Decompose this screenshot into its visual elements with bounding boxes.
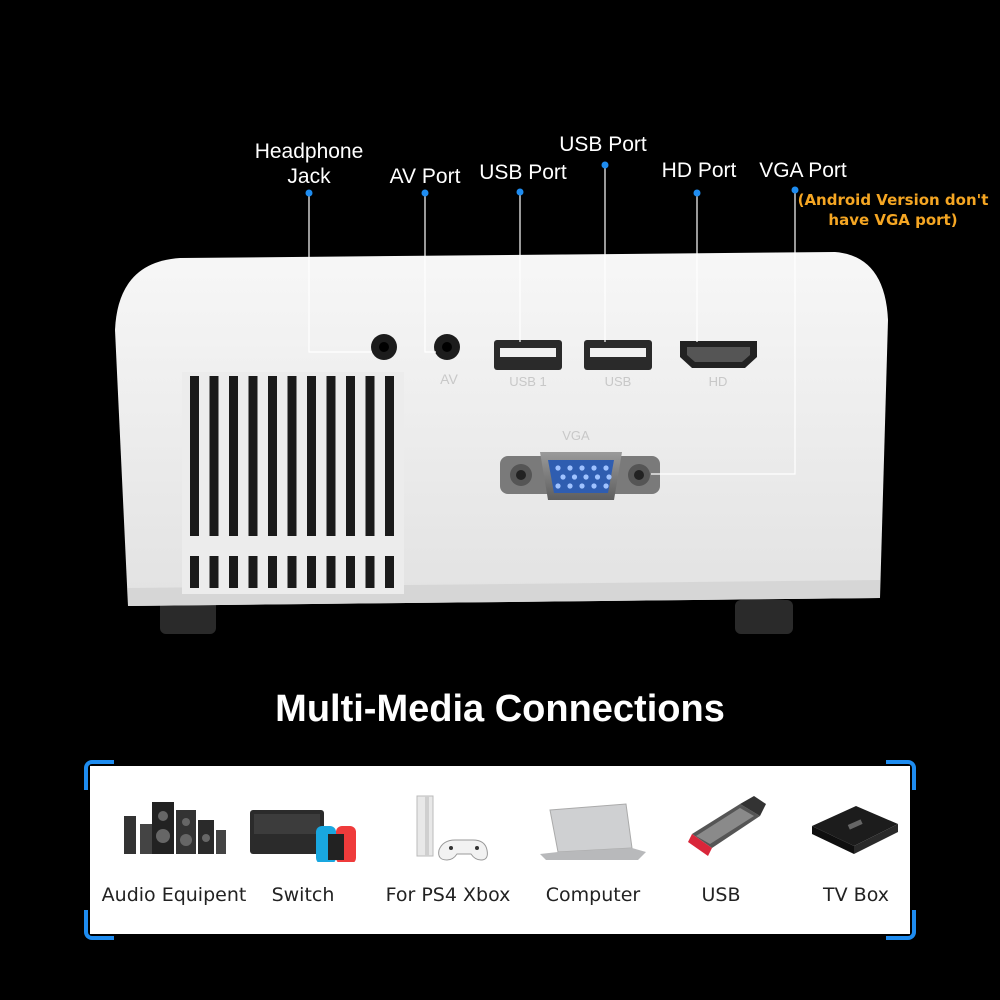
speakers-icon	[124, 802, 226, 854]
device-computer: Computer	[520, 766, 666, 934]
vent-slot	[346, 376, 355, 536]
device-switch: Switch	[244, 766, 362, 934]
device-label: TV Box	[823, 884, 889, 906]
frame-corner-tr	[886, 760, 916, 790]
device-usb: USB	[662, 766, 780, 934]
callout-dots	[305, 161, 799, 197]
hd-marking: HD	[709, 374, 728, 389]
frame-corner-bl	[84, 910, 114, 940]
av-marking: AV	[440, 371, 458, 387]
device-ps4: For PS4 Xbox	[373, 766, 523, 934]
frame-corner-tl	[84, 760, 114, 790]
vent-slot	[287, 376, 297, 536]
vga-pin	[579, 465, 585, 471]
headphone-label-line2: Jack	[287, 165, 331, 188]
vga-note-line2: have VGA port)	[828, 211, 958, 229]
projector-foot-right	[735, 600, 793, 634]
vent-slot	[385, 376, 394, 536]
usb-port-2-label: USB Port	[559, 133, 647, 156]
usb-drive-icon	[688, 796, 766, 856]
vent-slot	[229, 376, 238, 536]
laptop-icon	[540, 803, 646, 860]
device-label: For PS4 Xbox	[385, 884, 511, 906]
device-label: Audio Equipent	[101, 884, 247, 906]
device-label: Switch	[271, 884, 335, 906]
headphone-label-line1: Headphone	[254, 140, 364, 163]
usb1-marking: USB 1	[509, 374, 547, 389]
vent-slot	[209, 556, 219, 588]
vga-pin	[583, 474, 589, 480]
vga-pin	[567, 483, 573, 489]
device-label: USB	[701, 884, 741, 906]
vga-port	[500, 452, 660, 500]
callout-lines	[308, 165, 796, 475]
vga-note-line1: (Android Version don't	[797, 191, 989, 209]
vent-slot	[248, 556, 258, 588]
vga-pin	[591, 483, 597, 489]
vent-slot	[268, 556, 277, 588]
vent-slot	[346, 556, 355, 588]
vent-grille	[182, 372, 404, 594]
vga-pin	[567, 465, 573, 471]
vent-slot	[326, 376, 336, 536]
vga-pin	[571, 474, 578, 480]
device-tvbox: TV Box	[794, 766, 918, 934]
section-heading: Multi-Media Connections	[275, 688, 725, 730]
vent-slot	[326, 556, 336, 588]
vga-note: (Android Version don't have VGA port)	[790, 190, 996, 230]
vent-slot	[307, 556, 316, 588]
vent-slot	[190, 376, 199, 536]
device-panel: Audio Equipent Switch For PS4 Xbox Compu…	[84, 760, 916, 940]
hd-port	[680, 341, 757, 368]
vga-pin	[579, 483, 585, 489]
vga-pin	[603, 483, 609, 489]
vent-slot	[365, 556, 375, 588]
frame-corner-br	[886, 910, 916, 940]
projector-rear-panel: AV USB 1 USB HD VGA	[115, 161, 888, 634]
ps4-console-icon	[416, 795, 488, 861]
projector-foot-left	[160, 600, 216, 634]
usb-port-1	[494, 340, 562, 370]
game-console-switch-icon	[250, 810, 356, 862]
usb-port-1-label: USB Port	[479, 161, 567, 184]
tv-box-icon	[812, 806, 898, 854]
av-port-label: AV Port	[389, 165, 461, 188]
usb2-marking: USB	[605, 374, 632, 389]
device-audio: Audio Equipent	[94, 766, 254, 934]
headphone-jack-label: Headphone Jack	[239, 139, 379, 189]
vent-slot	[229, 556, 238, 588]
vga-pin	[606, 474, 612, 480]
vga-marking: VGA	[562, 428, 590, 443]
vga-pin	[560, 474, 566, 480]
vent-slot	[385, 556, 394, 588]
vent-slot	[190, 556, 199, 588]
av-jack-port	[434, 334, 460, 360]
vent-slot	[248, 376, 258, 536]
device-label: Computer	[545, 884, 641, 906]
usb-port-2	[584, 340, 652, 370]
vent-slot	[365, 376, 375, 536]
vent-slot	[268, 376, 277, 536]
vga-pin	[555, 465, 561, 471]
vga-pin	[555, 483, 561, 489]
vent-slot	[307, 376, 316, 536]
vent-slot	[287, 556, 297, 588]
vga-pin	[591, 465, 597, 471]
vga-pin	[594, 474, 601, 480]
vga-pin	[603, 465, 609, 471]
headphone-jack-port	[371, 334, 397, 360]
hd-port-label: HD Port	[661, 159, 737, 182]
vga-port-label: VGA Port	[759, 159, 847, 182]
vent-slot	[209, 376, 219, 536]
